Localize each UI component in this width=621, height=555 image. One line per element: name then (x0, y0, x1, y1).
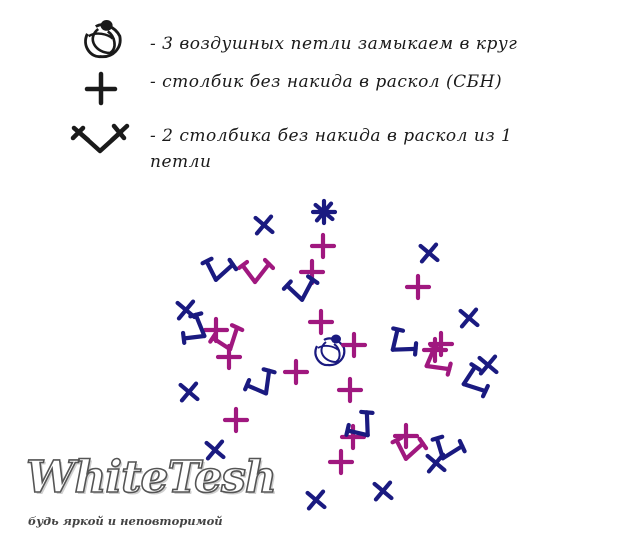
single-crochet-stitch (282, 358, 310, 386)
single-crochet-stitch (307, 308, 335, 336)
increase-stitch (344, 409, 375, 438)
increase-stitch (390, 435, 429, 461)
single-crochet-stitch (310, 198, 338, 226)
single-crochet-stitch (372, 480, 394, 502)
increase-stitch (390, 326, 419, 357)
single-crochet-stitch (309, 232, 337, 260)
single-crochet-stitch (336, 376, 364, 404)
increase-stitch (236, 257, 276, 285)
single-crochet-stitch (204, 439, 226, 461)
single-crochet-stitch (253, 214, 275, 236)
legend-text-increase: - 2 столбика без накида в раскол из 1 (150, 126, 513, 146)
watermark-logo: WhiteTesh (25, 451, 277, 504)
increase-stitch (200, 256, 239, 282)
increase-stitch (430, 434, 467, 461)
single-crochet-stitch (425, 452, 447, 474)
single-crochet-stitch (427, 330, 455, 358)
increase-stitch (281, 274, 320, 302)
increase-stitch (208, 323, 245, 352)
increase-stitch (180, 311, 207, 345)
single-crochet-stitch (392, 422, 420, 450)
watermark-tagline: будь яркой и неповторимой (28, 514, 223, 528)
single-crochet-cross-icon (84, 71, 118, 106)
single-crochet-stitch (418, 242, 440, 264)
single-crochet-stitch (340, 331, 368, 359)
single-crochet-stitch (202, 316, 230, 344)
center-chain-ring (314, 334, 346, 367)
single-crochet-stitch (477, 354, 499, 376)
increase-stitch (461, 362, 490, 399)
increase-stitch (424, 343, 453, 377)
single-crochet-stitch (404, 273, 432, 301)
chain-ring-icon (84, 20, 122, 59)
single-crochet-stitch (178, 381, 200, 403)
single-crochet-stitch (305, 489, 327, 511)
single-crochet-stitch (327, 448, 355, 476)
increase-v-icon (70, 123, 130, 154)
legend-text-single-crochet: - столбик без накида в раскол (СБН) (150, 72, 503, 92)
single-crochet-stitch (339, 423, 367, 451)
legend-text-increase-line2: петли (150, 152, 212, 172)
single-crochet-stitch (458, 307, 480, 329)
increase-stitch (243, 367, 277, 396)
legend-text-chain-ring: - 3 воздушных петли замыкаем в круг (150, 34, 518, 54)
single-crochet-stitch (222, 406, 250, 434)
